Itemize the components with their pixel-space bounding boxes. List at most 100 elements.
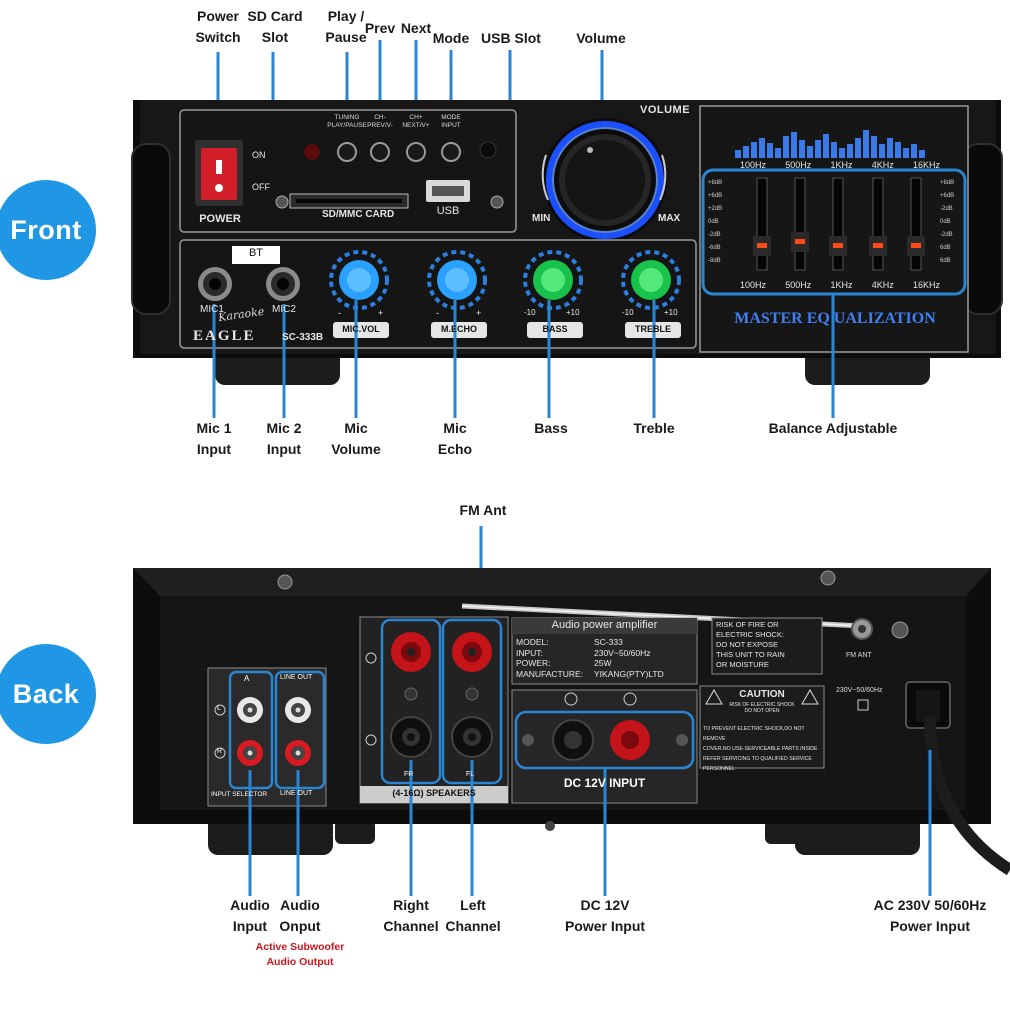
label-line: Play / — [327, 8, 365, 24]
knob-label-echo: M.ECHO — [441, 324, 477, 334]
treble-knob[interactable] — [631, 260, 671, 300]
label-power-switch: Power Switch — [188, 6, 248, 48]
subwoofer-note: Active Subwoofer Audio Output — [240, 940, 360, 970]
eq-freq: 4KHz — [871, 160, 894, 170]
eq-slider-16khz[interactable] — [907, 178, 925, 270]
front-panel-illustration — [131, 40, 1003, 418]
next-button[interactable] — [407, 143, 425, 161]
ac-rating-text: 230V~50/60Hz — [836, 687, 883, 694]
label-line: Mic — [344, 420, 368, 436]
text-line: OR MOISTURE — [716, 660, 769, 669]
eq-freq: 100Hz — [740, 160, 767, 170]
eq-freq: 500Hz — [785, 160, 812, 170]
mic-echo-knob[interactable] — [437, 260, 477, 300]
mode-button[interactable] — [442, 143, 460, 161]
right-speaker-black-terminal[interactable] — [391, 717, 431, 757]
eq-freq-bottom: 100Hz 500Hz 1KHz 4KHz 16KHz — [740, 280, 940, 290]
usb-slot[interactable] — [426, 180, 470, 202]
audio-output-red-jack[interactable] — [285, 740, 311, 766]
left-speaker-red-terminal[interactable] — [452, 632, 492, 672]
eq-db: 0dB — [708, 219, 719, 225]
spec-key: MANUFACTURE: — [516, 668, 584, 679]
knob-mark: - — [338, 308, 341, 318]
text-line: TO PREVENT ELECTRIC SHOCK,DO NOT REMOVE — [703, 726, 805, 742]
knob-label-treble: TREBLE — [635, 324, 671, 334]
eq-db-right: +8dB +6dB -2dB 0dB -2dB 6dB 6dB — [940, 177, 964, 268]
right-speaker-red-terminal[interactable] — [391, 632, 431, 672]
label-play-pause: Play / Pause — [320, 6, 372, 48]
label-left-channel: Left Channel — [440, 895, 506, 937]
audio-input-white-jack[interactable] — [237, 697, 263, 723]
eq-slider-500hz[interactable] — [791, 178, 809, 270]
ac-power-socket[interactable] — [906, 682, 950, 728]
label-mic-echo: Mic Echo — [425, 418, 485, 460]
label-sd-card-slot: SD Card Slot — [240, 6, 310, 48]
min-text: MIN — [532, 213, 551, 224]
text-line: PREV/V- — [367, 122, 393, 129]
eq-slider-100hz[interactable] — [753, 178, 771, 270]
eq-slider-4khz[interactable] — [869, 178, 887, 270]
back-a-left: A — [244, 674, 250, 683]
left-speaker-black-terminal[interactable] — [452, 717, 492, 757]
label-mic-volume: Mic Volume — [321, 418, 391, 460]
label-line: Power Input — [564, 918, 646, 934]
eq-slider-1khz[interactable] — [829, 178, 847, 270]
text-line: NEXT/V+ — [402, 122, 430, 129]
label-usb-slot: USB Slot — [481, 30, 541, 46]
knob-label-bass: BASS — [542, 324, 568, 334]
mic2-jack[interactable] — [266, 267, 300, 301]
spec-row: INPUT:230V~50/60Hz — [516, 648, 694, 659]
label-mic2-input: Mic 2 Input — [254, 418, 314, 460]
volume-knob[interactable] — [559, 134, 651, 226]
label-line: Left — [460, 897, 486, 913]
play-pause-button[interactable] — [338, 143, 356, 161]
text-line: PLAY/PAUSE — [327, 122, 367, 129]
label-line: Active Subwoofer — [255, 941, 345, 953]
label-line: Input — [196, 441, 232, 457]
front-badge: Front — [0, 180, 96, 280]
text-line: RISK OF FIRE OR — [716, 620, 779, 629]
dc-input-text: DC 12V INPUT — [563, 776, 646, 790]
mic1-jack[interactable] — [198, 267, 232, 301]
dc-negative-terminal[interactable] — [553, 720, 593, 760]
prev-button[interactable] — [371, 143, 389, 161]
eq-db: -6dB — [708, 245, 721, 251]
line-out-bottom: LINE OUT — [280, 790, 313, 797]
sd-card-slot[interactable] — [290, 194, 408, 208]
power-switch[interactable] — [195, 140, 243, 206]
eq-db: +8dB — [708, 180, 723, 186]
eq-freq: 1KHz — [830, 160, 853, 170]
label-line: SD Card — [247, 8, 303, 24]
knob-mark: + — [378, 308, 384, 318]
label-line: Channel — [383, 918, 439, 934]
label-dc-power: DC 12V Power Input — [555, 895, 655, 937]
label-line: Audio Output — [266, 956, 334, 968]
mic-volume-knob[interactable] — [339, 260, 379, 300]
mic1-text: MIC1 — [200, 304, 224, 315]
mic2-text: MIC2 — [272, 304, 296, 315]
spec-header: Audio power amplifier — [551, 619, 658, 631]
model-text: SC-333B — [282, 332, 324, 343]
eq-db: 0dB — [940, 219, 951, 225]
spec-value: 25W — [594, 658, 612, 668]
eq-freq: 500Hz — [785, 280, 812, 290]
knob-mark: -10 — [524, 308, 536, 317]
text-line: DO NOT OPEN — [744, 708, 780, 714]
dc-positive-terminal[interactable] — [610, 720, 650, 760]
eq-freq: 16KHz — [912, 280, 940, 290]
audio-output-white-jack[interactable] — [285, 697, 311, 723]
bass-knob[interactable] — [533, 260, 573, 300]
label-line: Power Input — [889, 918, 971, 934]
eq-db: -8dB — [708, 258, 721, 264]
label-bass: Bass — [534, 420, 568, 436]
fm-antenna[interactable] — [852, 619, 872, 639]
input-selector-text: INPUT SELECTOR — [211, 791, 268, 798]
max-text: MAX — [658, 213, 681, 224]
label-line: Mic 1 — [196, 420, 232, 436]
eq-title: MASTER EQ UALIZATION — [734, 310, 936, 327]
audio-input-red-jack[interactable] — [237, 740, 263, 766]
label-line: Channel — [445, 918, 501, 934]
eq-db: +6dB — [708, 193, 723, 199]
spec-value: SC-333 — [594, 637, 623, 647]
label-treble: Treble — [633, 420, 675, 436]
